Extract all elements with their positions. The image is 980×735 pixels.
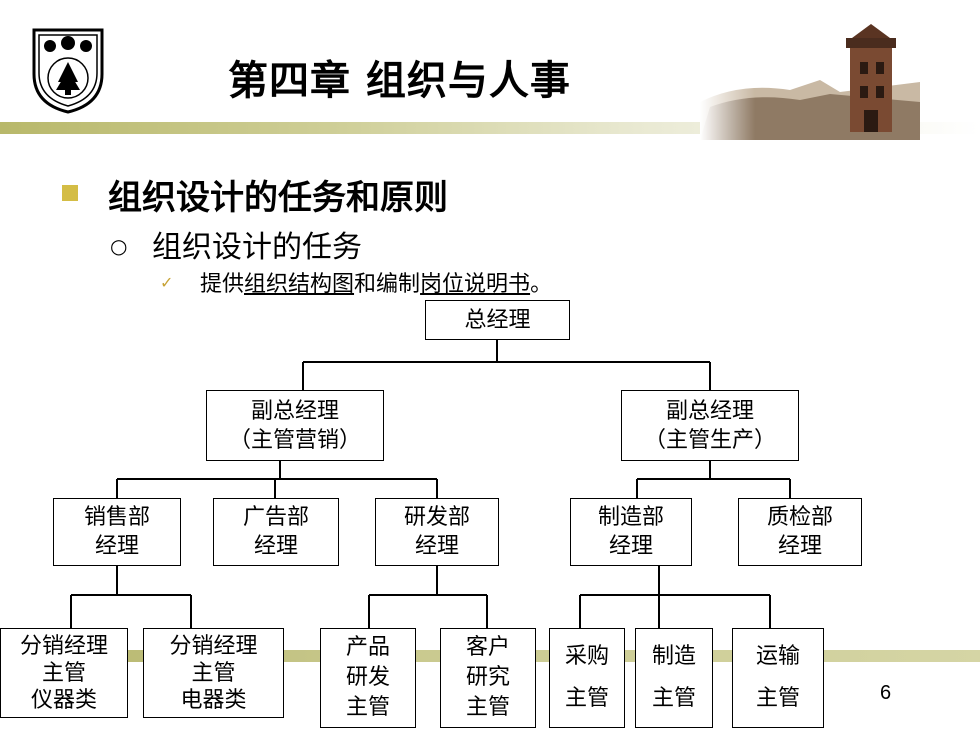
slide-title: 第四章 组织与人事	[228, 57, 571, 104]
dist-elec-line1: 分销经理	[169, 633, 258, 659]
manufacturing-line2: 经理	[608, 534, 653, 559]
dist-instr-line3: 仪器类	[30, 687, 97, 713]
task-description: 提供组织结构图和编制岗位说明书。	[200, 266, 552, 298]
dist-elec-line2: 主管	[191, 660, 236, 686]
purchasing-line2: 主管	[564, 686, 609, 711]
org-node-dist-instruments: 分销经理主管仪器类	[0, 628, 128, 718]
campus-tower-image	[700, 22, 920, 140]
transport-line1: 运输	[755, 644, 800, 669]
org-node-rnd: 研发部经理	[375, 498, 499, 566]
customer-rsch-line2: 研究	[465, 665, 510, 690]
dist-instr-line1: 分销经理	[19, 633, 108, 659]
dist-elec-line3: 电器类	[180, 687, 247, 713]
vp-production-line1: 副总经理	[665, 398, 754, 424]
org-node-dist-electrical: 分销经理主管电器类	[143, 628, 284, 718]
transport-line2: 主管	[755, 686, 800, 711]
org-node-customer-research: 客户研究主管	[440, 628, 536, 728]
subsection-heading: 组织设计的任务	[152, 230, 362, 265]
vp-marketing-line1: 副总经理	[250, 398, 339, 424]
section-heading: 组织设计的任务和原则	[108, 178, 448, 218]
org-node-manufacturing: 制造部经理	[570, 498, 692, 566]
org-node-transport: 运输主管	[732, 628, 824, 728]
product-rnd-line1: 产品	[345, 635, 390, 660]
sales-line1: 销售部	[83, 505, 150, 530]
square-bullet-icon	[62, 185, 78, 201]
org-node-vp-production: 副总经理 （主管生产）	[621, 390, 799, 461]
qc-line1: 质检部	[766, 505, 833, 530]
task-text-mid: 和编制	[354, 272, 421, 297]
org-node-making: 制造主管	[635, 628, 713, 728]
circle-bullet-icon: ○	[110, 234, 128, 258]
qc-line2: 经理	[777, 534, 822, 559]
task-text-prefix: 提供	[200, 272, 245, 297]
vp-production-line2: （主管生产）	[643, 427, 776, 453]
org-node-purchasing: 采购主管	[549, 628, 625, 728]
product-rnd-line2: 研发	[345, 665, 390, 690]
org-node-sales: 销售部经理	[53, 498, 181, 566]
sales-line2: 经理	[94, 534, 139, 559]
rnd-line1: 研发部	[403, 505, 470, 530]
org-node-ceo: 总经理	[425, 300, 570, 340]
checkmark-bullet-icon: ✓	[160, 273, 174, 292]
org-node-vp-marketing: 副总经理 （主管营销）	[206, 390, 384, 461]
org-node-qc: 质检部经理	[738, 498, 862, 566]
task-text-suffix: 。	[530, 272, 553, 297]
rnd-line2: 经理	[414, 534, 459, 559]
product-rnd-line3: 主管	[345, 695, 390, 720]
ads-line2: 经理	[253, 534, 298, 559]
purchasing-line1: 采购	[564, 644, 609, 669]
ads-line1: 广告部	[242, 505, 309, 530]
job-description-link[interactable]: 岗位说明书	[420, 272, 531, 297]
making-line2: 主管	[651, 686, 696, 711]
org-node-ads: 广告部经理	[213, 498, 339, 566]
customer-rsch-line1: 客户	[465, 635, 510, 660]
university-logo	[32, 28, 104, 114]
org-node-product-rnd: 产品研发主管	[320, 628, 416, 728]
page-number: 6	[880, 682, 892, 704]
customer-rsch-line3: 主管	[465, 695, 510, 720]
ceo-label: 总经理	[464, 307, 531, 333]
vp-marketing-line2: （主管营销）	[228, 427, 361, 453]
manufacturing-line1: 制造部	[597, 505, 664, 530]
org-chart-link[interactable]: 组织结构图	[244, 272, 355, 297]
dist-instr-line2: 主管	[41, 660, 86, 686]
making-line1: 制造	[651, 644, 696, 669]
